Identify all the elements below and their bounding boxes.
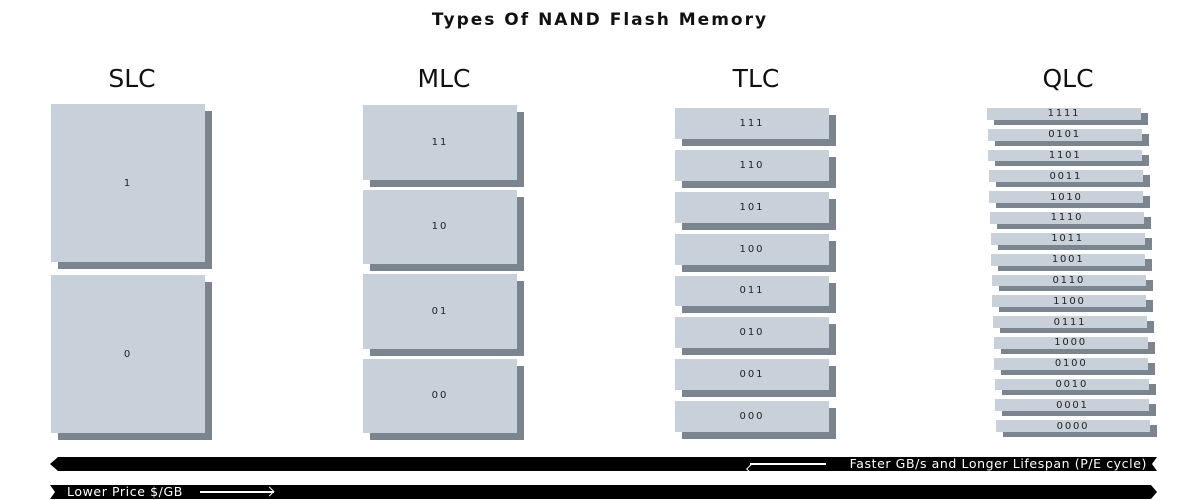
cell-bit-value: 11 [363,105,517,180]
cell-bit-value: 1000 [993,336,1148,349]
cell-bit-value: 100 [675,233,829,265]
column-label-slc: SLC [108,64,156,93]
cell-bit-value: 101 [675,191,829,223]
cell-bit-value: 1010 [989,191,1144,204]
speed-lifespan-label: Faster GB/s and Longer Lifespan (P/E cyc… [849,456,1147,471]
cell-bit-value: 000 [675,401,829,432]
column-label-tlc: TLC [732,64,780,93]
memory-cell-tlc: 001 [675,359,836,398]
memory-cell-qlc: 0001 [995,399,1157,417]
speed-lifespan-arrow-bar: Faster GB/s and Longer Lifespan (P/E cyc… [50,457,1157,471]
cell-bit-value: 0010 [994,378,1149,391]
cell-bit-value: 0011 [988,170,1143,183]
memory-cell-qlc: 0010 [994,378,1156,396]
memory-cell-qlc: 1100 [992,295,1154,313]
memory-cell-qlc: 0110 [991,274,1153,292]
price-label: Lower Price $/GB [67,484,183,499]
memory-cell-qlc: 1110 [990,212,1151,229]
diagram-title: Types Of NAND Flash Memory [431,10,769,30]
memory-cell-qlc: 0111 [993,316,1154,333]
memory-cell-qlc: 1000 [993,336,1155,354]
memory-cell-slc: 1 [51,104,212,269]
cell-bit-value: 01 [363,274,517,349]
memory-cell-mlc: 00 [363,358,524,440]
memory-cell-qlc: 1011 [990,232,1152,250]
cell-bit-value: 0000 [996,420,1150,432]
memory-cell-tlc: 011 [675,275,836,314]
cell-bit-value: 1001 [991,253,1146,266]
cell-bit-value: 0100 [994,357,1149,370]
cell-bit-value: 0111 [993,316,1147,328]
column-label-qlc: QLC [1042,64,1094,93]
cell-bit-value: 00 [363,358,517,433]
memory-cell-tlc: 101 [675,191,836,230]
cell-bit-value: 1111 [987,108,1141,120]
cell-bit-value: 1110 [990,212,1144,224]
cell-bit-value: 0110 [991,274,1146,287]
memory-cell-qlc: 1001 [991,253,1153,271]
memory-cell-mlc: 01 [363,274,524,356]
memory-cell-tlc: 100 [675,233,836,272]
memory-cell-mlc: 10 [363,189,524,271]
memory-cell-qlc: 0101 [987,128,1149,146]
column-label-mlc: MLC [417,64,471,93]
cell-bit-value: 0 [51,275,205,433]
cell-bit-value: 001 [675,359,829,391]
memory-cell-qlc: 1010 [989,191,1151,209]
memory-cell-tlc: 000 [675,401,836,439]
memory-cell-qlc: 1101 [988,149,1150,167]
right-arrow-icon [200,491,274,493]
cell-bit-value: 010 [675,317,829,349]
cell-bit-value: 111 [675,108,829,139]
memory-cell-qlc: 0100 [994,357,1156,375]
memory-cell-tlc: 111 [675,108,836,146]
cell-bit-value: 1011 [990,232,1145,245]
cell-bit-value: 1 [51,104,205,262]
cell-bit-value: 0001 [995,399,1150,412]
price-arrow-bar: Lower Price $/GB [50,485,1157,499]
memory-cell-tlc: 110 [675,149,836,188]
left-arrow-icon [750,463,826,465]
memory-cell-mlc: 11 [363,105,524,187]
memory-cell-slc: 0 [51,275,212,440]
cell-bit-value: 1101 [988,149,1143,162]
cell-bit-value: 0101 [987,128,1142,141]
memory-cell-qlc: 0011 [988,170,1150,188]
cell-bit-value: 1100 [992,295,1147,308]
cell-bit-value: 10 [363,189,517,264]
memory-cell-qlc: 0000 [996,420,1157,437]
cell-bit-value: 110 [675,149,829,181]
memory-cell-tlc: 010 [675,317,836,356]
cell-bit-value: 011 [675,275,829,307]
memory-cell-qlc: 1111 [987,108,1148,125]
